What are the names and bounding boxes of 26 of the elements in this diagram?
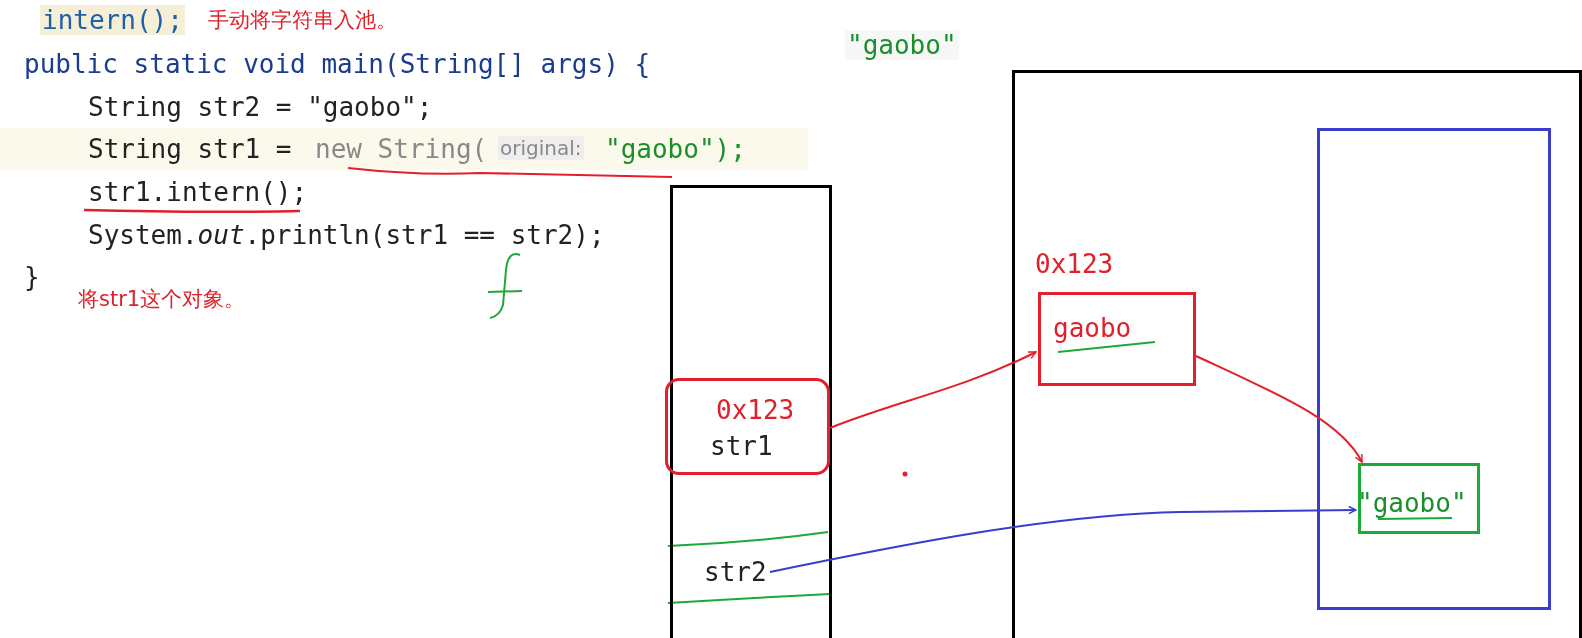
code-text: intern(); <box>40 5 185 35</box>
variable-box <box>665 378 830 475</box>
annotation-text: 手动将字符串入池。 <box>208 7 397 34</box>
address-text: 0x123 <box>716 395 795 425</box>
heap-area <box>1012 70 1582 638</box>
code-text: System.out.println(str1 == str2); <box>88 220 605 250</box>
code-text: String str1 = <box>88 134 292 164</box>
string-constant-box <box>1358 463 1480 534</box>
code-text: String str2 = "gaobo"; <box>88 92 433 122</box>
value-text: gaobo <box>1053 313 1132 343</box>
code-text: "gaobo" <box>845 30 959 60</box>
annotation-text: original: <box>498 136 584 160</box>
code-text: public static void main(String[] args) { <box>24 49 651 79</box>
string-pool-box <box>1317 128 1551 610</box>
value-text: str1 <box>710 431 773 461</box>
annotation-text: 将str1这个对象。 <box>78 286 246 313</box>
arrow <box>1195 355 1363 463</box>
value-text: "gaobo" <box>1357 488 1467 518</box>
code-text: new String( <box>315 134 488 164</box>
code-text: "gaobo"); <box>605 134 746 164</box>
arrow <box>769 505 1357 573</box>
arrow <box>829 351 1037 429</box>
code-text: } <box>24 262 40 292</box>
code-text: str1.intern(); <box>88 177 308 207</box>
variable-name: str2 <box>700 555 770 589</box>
address-text: 0x123 <box>1035 249 1114 279</box>
